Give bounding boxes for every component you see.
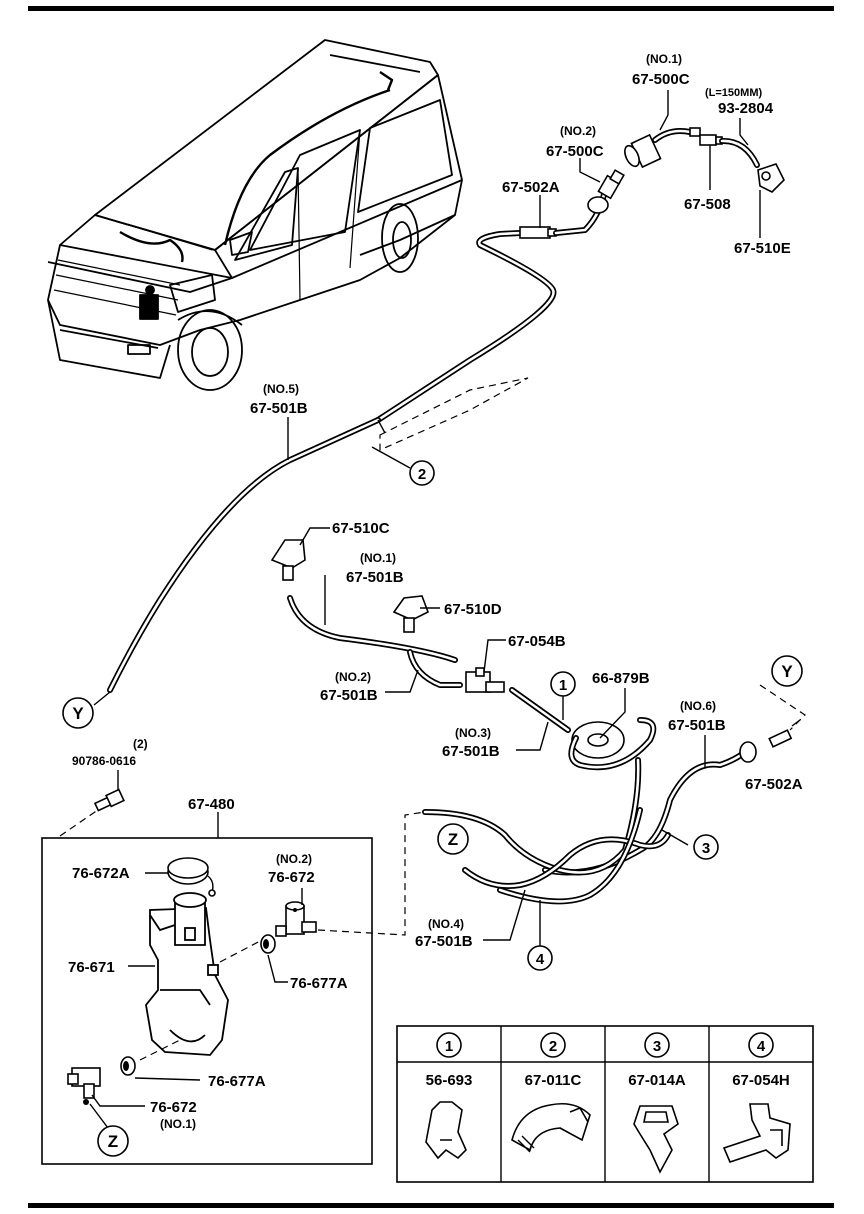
label-no3: (NO.3) bbox=[455, 726, 491, 740]
label-67-501b-no4: 67-501B bbox=[415, 933, 473, 950]
marker-z-hose: Z bbox=[437, 823, 469, 855]
marker-clip-4: 4 bbox=[527, 945, 553, 971]
washer-tank bbox=[145, 892, 229, 1056]
label-no2-top: (NO.2) bbox=[560, 124, 596, 138]
legend-cell-3: 3 67-014A bbox=[628, 1032, 686, 1174]
tank-cap bbox=[167, 857, 216, 897]
marker-y-left-text: Y bbox=[72, 704, 84, 723]
clip-3-icon bbox=[633, 1105, 679, 1174]
marker-clip-2-text: 2 bbox=[418, 466, 426, 483]
top-rule bbox=[28, 6, 834, 11]
label-qty2: (2) bbox=[133, 737, 148, 751]
label-90786-0616: 90786-0616 bbox=[72, 754, 136, 768]
label-76-672-top: 76-672 bbox=[268, 869, 315, 886]
marker-clip-2: 2 bbox=[409, 460, 435, 486]
label-66-879b: 66-879B bbox=[592, 670, 650, 687]
marker-clip-3-text: 3 bbox=[702, 840, 710, 857]
legend-part-4: 67-054H bbox=[732, 1072, 790, 1089]
leader-lines-top bbox=[287, 90, 761, 460]
label-76-677a-b: 76-677A bbox=[208, 1073, 266, 1090]
marker-y-right-text: Y bbox=[781, 662, 793, 681]
grommet-lower bbox=[120, 1056, 136, 1076]
clip-4-icon bbox=[722, 1103, 791, 1163]
label-67-480: 67-480 bbox=[188, 796, 235, 813]
marker-clip-3: 3 bbox=[693, 834, 719, 860]
leader-lines-mid bbox=[299, 527, 706, 948]
label-no6: (NO.6) bbox=[680, 699, 716, 713]
clip-legend-table: 1 56-693 2 67-011C 3 67-014A 4 67-054H bbox=[396, 1025, 814, 1183]
label-no1-pump: (NO.1) bbox=[160, 1117, 196, 1131]
legend-part-3: 67-014A bbox=[628, 1072, 686, 1089]
marker-clip-1: 1 bbox=[550, 671, 576, 697]
pump-no1 bbox=[67, 1067, 101, 1105]
label-67-501b-no6: 67-501B bbox=[668, 717, 726, 734]
label-no2-pump: (NO.2) bbox=[276, 852, 312, 866]
label-no1-mid: (NO.1) bbox=[360, 551, 396, 565]
label-67-501b-no3: 67-501B bbox=[442, 743, 500, 760]
label-67-510e: 67-510E bbox=[734, 240, 791, 257]
marker-z-pump: Z bbox=[97, 1125, 129, 1157]
label-67-054b: 67-054B bbox=[508, 633, 566, 650]
legend-part-1: 56-693 bbox=[426, 1072, 473, 1089]
label-76-671: 76-671 bbox=[68, 959, 115, 976]
rear-hose-assembly bbox=[107, 127, 785, 693]
pump-no2 bbox=[275, 901, 317, 937]
front-hose-assembly bbox=[270, 539, 806, 905]
label-no1-top: (NO.1) bbox=[646, 52, 682, 66]
legend-cell-4: 4 67-054H bbox=[722, 1032, 791, 1163]
clip-1-icon bbox=[425, 1101, 467, 1160]
legend-num-2: 2 bbox=[549, 1038, 557, 1055]
label-76-677a-a: 76-677A bbox=[290, 975, 348, 992]
label-no4: (NO.4) bbox=[428, 917, 464, 931]
marker-z-pump-text: Z bbox=[108, 1132, 118, 1151]
label-len-note: (L=150MM) bbox=[705, 87, 762, 99]
marker-clip-4-text: 4 bbox=[536, 951, 545, 968]
label-67-500c-a: 67-500C bbox=[632, 71, 690, 88]
label-no5: (NO.5) bbox=[263, 382, 299, 396]
label-67-508: 67-508 bbox=[684, 196, 731, 213]
legend-num-1: 1 bbox=[445, 1038, 453, 1055]
label-93-2804: 93-2804 bbox=[718, 100, 774, 117]
label-67-500c-b: 67-500C bbox=[546, 143, 604, 160]
label-67-510c: 67-510C bbox=[332, 520, 390, 537]
label-67-510d: 67-510D bbox=[444, 601, 502, 618]
legend-cell-2: 2 67-011C bbox=[511, 1032, 591, 1153]
clip-2-icon bbox=[511, 1102, 591, 1152]
label-67-501b-no2: 67-501B bbox=[320, 687, 378, 704]
marker-y-left: Y bbox=[62, 691, 111, 729]
label-67-501b-no1: 67-501B bbox=[346, 569, 404, 586]
label-76-672-bottom: 76-672 bbox=[150, 1099, 197, 1116]
label-67-501b-no5: 67-501B bbox=[250, 400, 308, 417]
label-67-502a-top: 67-502A bbox=[502, 179, 560, 196]
screw bbox=[93, 770, 125, 812]
part-labels: (NO.1) 67-500C (L=150MM) 93-2804 (NO.2) … bbox=[68, 52, 803, 1131]
label-67-502a-right: 67-502A bbox=[745, 776, 803, 793]
marker-clip-1-text: 1 bbox=[559, 677, 567, 694]
grommet-upper bbox=[260, 934, 276, 954]
label-76-672a: 76-672A bbox=[72, 865, 130, 882]
legend-num-3: 3 bbox=[653, 1038, 661, 1055]
legend-num-4: 4 bbox=[757, 1038, 766, 1055]
vehicle-illustration bbox=[47, 39, 463, 391]
marker-y-right: Y bbox=[771, 655, 803, 687]
reservoir-group bbox=[41, 770, 426, 1165]
reservoir-frame bbox=[41, 837, 373, 1165]
label-no2-mid: (NO.2) bbox=[335, 670, 371, 684]
legend-cell-1: 1 56-693 bbox=[425, 1032, 473, 1160]
legend-part-2: 67-011C bbox=[525, 1072, 582, 1089]
marker-z-hose-text: Z bbox=[448, 830, 458, 849]
bottom-rule bbox=[28, 1203, 834, 1208]
